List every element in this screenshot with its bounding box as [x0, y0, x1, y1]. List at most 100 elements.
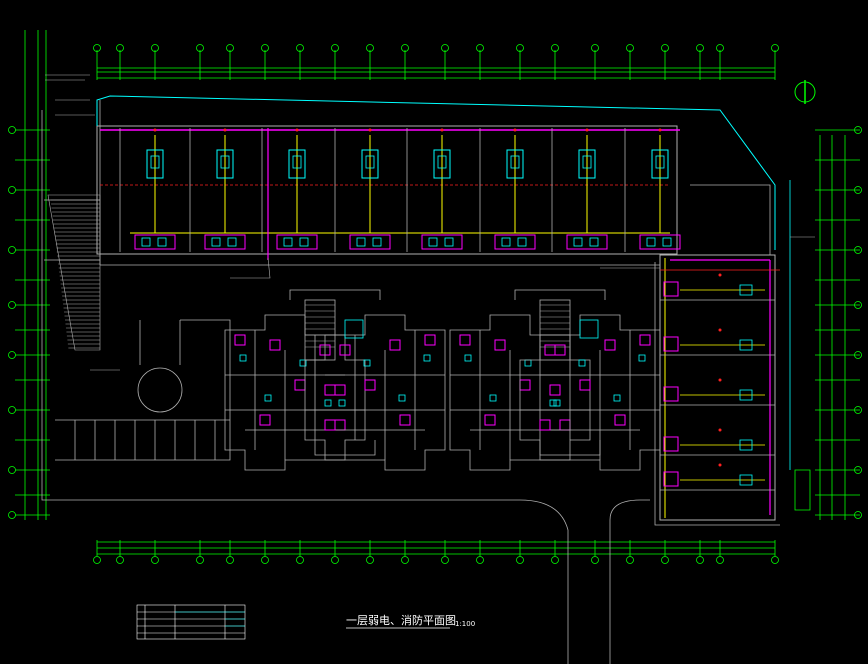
- equipment-inner: [150, 155, 160, 169]
- device-symbol: [141, 237, 151, 247]
- wiring-device: [604, 339, 616, 351]
- device-symbol: [227, 237, 237, 247]
- axis-bubble-icon: [8, 406, 16, 414]
- axis-bubble-icon: [696, 556, 704, 564]
- wiring-device: [459, 334, 471, 346]
- axis-bubble-icon: [854, 511, 862, 519]
- wiring-device: [614, 414, 626, 426]
- outlet-symbol: [363, 359, 371, 367]
- axis-bubble-icon: [296, 556, 304, 564]
- axis-bubbles: [8, 44, 862, 564]
- axis-bubble-icon: [8, 126, 16, 134]
- device-cluster: [663, 436, 679, 452]
- roof-outline: [289, 289, 381, 300]
- wiring-device: [579, 379, 591, 391]
- annotations: [45, 74, 815, 371]
- detector-symbol: [440, 128, 444, 132]
- device-symbol: [662, 237, 672, 247]
- detector-symbol: [718, 273, 722, 277]
- equipment-box: [146, 149, 164, 179]
- axis-bubble-icon: [93, 44, 101, 52]
- axis-bubble-icon: [116, 556, 124, 564]
- wiring-device: [259, 414, 271, 426]
- equipment-box: [739, 284, 753, 296]
- equipment-box: [739, 339, 753, 351]
- north-arrow-icon: [794, 80, 816, 104]
- apartment-outline: [224, 314, 366, 471]
- equipment-inner: [582, 155, 592, 169]
- axis-bubble-icon: [626, 556, 634, 564]
- axis-bubble-icon: [854, 246, 862, 254]
- axis-bubble-icon: [8, 466, 16, 474]
- wiring-device: [549, 384, 561, 396]
- detector-symbol: [718, 428, 722, 432]
- dimension-grid: [15, 30, 860, 556]
- outlet-symbol: [423, 354, 431, 362]
- axis-bubble-icon: [551, 44, 559, 52]
- axis-bubble-icon: [591, 44, 599, 52]
- equipment-box: [739, 474, 753, 486]
- detector-symbol: [368, 128, 372, 132]
- device-symbol: [444, 237, 454, 247]
- axis-bubble-icon: [8, 246, 16, 254]
- wiring-device: [324, 384, 336, 396]
- device-cluster: [276, 234, 318, 250]
- wiring-device: [399, 414, 411, 426]
- equipment-box: [578, 149, 596, 179]
- device-symbol: [646, 237, 656, 247]
- outlet-symbol: [239, 354, 247, 362]
- detector-symbol: [718, 328, 722, 332]
- axis-bubble-icon: [8, 301, 16, 309]
- outlet-symbol: [578, 359, 586, 367]
- equipment-box: [739, 439, 753, 451]
- axis-bubble-icon: [151, 556, 159, 564]
- equipment-inner: [655, 155, 665, 169]
- axis-bubble-icon: [196, 556, 204, 564]
- stair-core: [304, 299, 336, 361]
- device-cluster: [204, 234, 246, 250]
- equipment-inner: [365, 155, 375, 169]
- wiring-device: [554, 344, 566, 356]
- outlet-symbol: [324, 399, 332, 407]
- axis-bubble-icon: [226, 556, 234, 564]
- device-symbol: [356, 237, 366, 247]
- axis-bubble-icon: [516, 556, 524, 564]
- device-cluster: [349, 234, 391, 250]
- balcony: [539, 440, 601, 456]
- axis-bubble-icon: [151, 44, 159, 52]
- axis-bubble-icon: [626, 44, 634, 52]
- device-symbol: [589, 237, 599, 247]
- axis-bubble-icon: [591, 556, 599, 564]
- outlet-symbol: [464, 354, 472, 362]
- wiring-device: [494, 339, 506, 351]
- device-symbol: [283, 237, 293, 247]
- equipment-inner: [510, 155, 520, 169]
- device-symbol: [211, 237, 221, 247]
- axis-bubble-icon: [441, 556, 449, 564]
- outlet-symbol: [264, 394, 272, 402]
- detector-symbol: [223, 128, 227, 132]
- wiring-device: [269, 339, 281, 351]
- equipment-box: [651, 149, 669, 179]
- wiring-device: [294, 379, 306, 391]
- device-cluster: [134, 234, 176, 250]
- detector-symbol: [718, 378, 722, 382]
- equipment-box: [506, 149, 524, 179]
- equipment-box: [739, 389, 753, 401]
- outlet-symbol: [613, 394, 621, 402]
- outlet-symbol: [553, 399, 561, 407]
- detector-symbol: [153, 128, 157, 132]
- detector-symbol: [718, 463, 722, 467]
- outlet-symbol: [489, 394, 497, 402]
- axis-bubble-icon: [854, 126, 862, 134]
- wiring-device: [424, 334, 436, 346]
- axis-bubble-icon: [8, 351, 16, 359]
- device-symbol: [573, 237, 583, 247]
- axis-bubble-icon: [661, 556, 669, 564]
- wiring-device: [334, 419, 346, 431]
- elevator-shaft: [344, 319, 364, 339]
- device-cluster: [421, 234, 463, 250]
- axis-bubble-icon: [476, 556, 484, 564]
- equipment-inner: [292, 155, 302, 169]
